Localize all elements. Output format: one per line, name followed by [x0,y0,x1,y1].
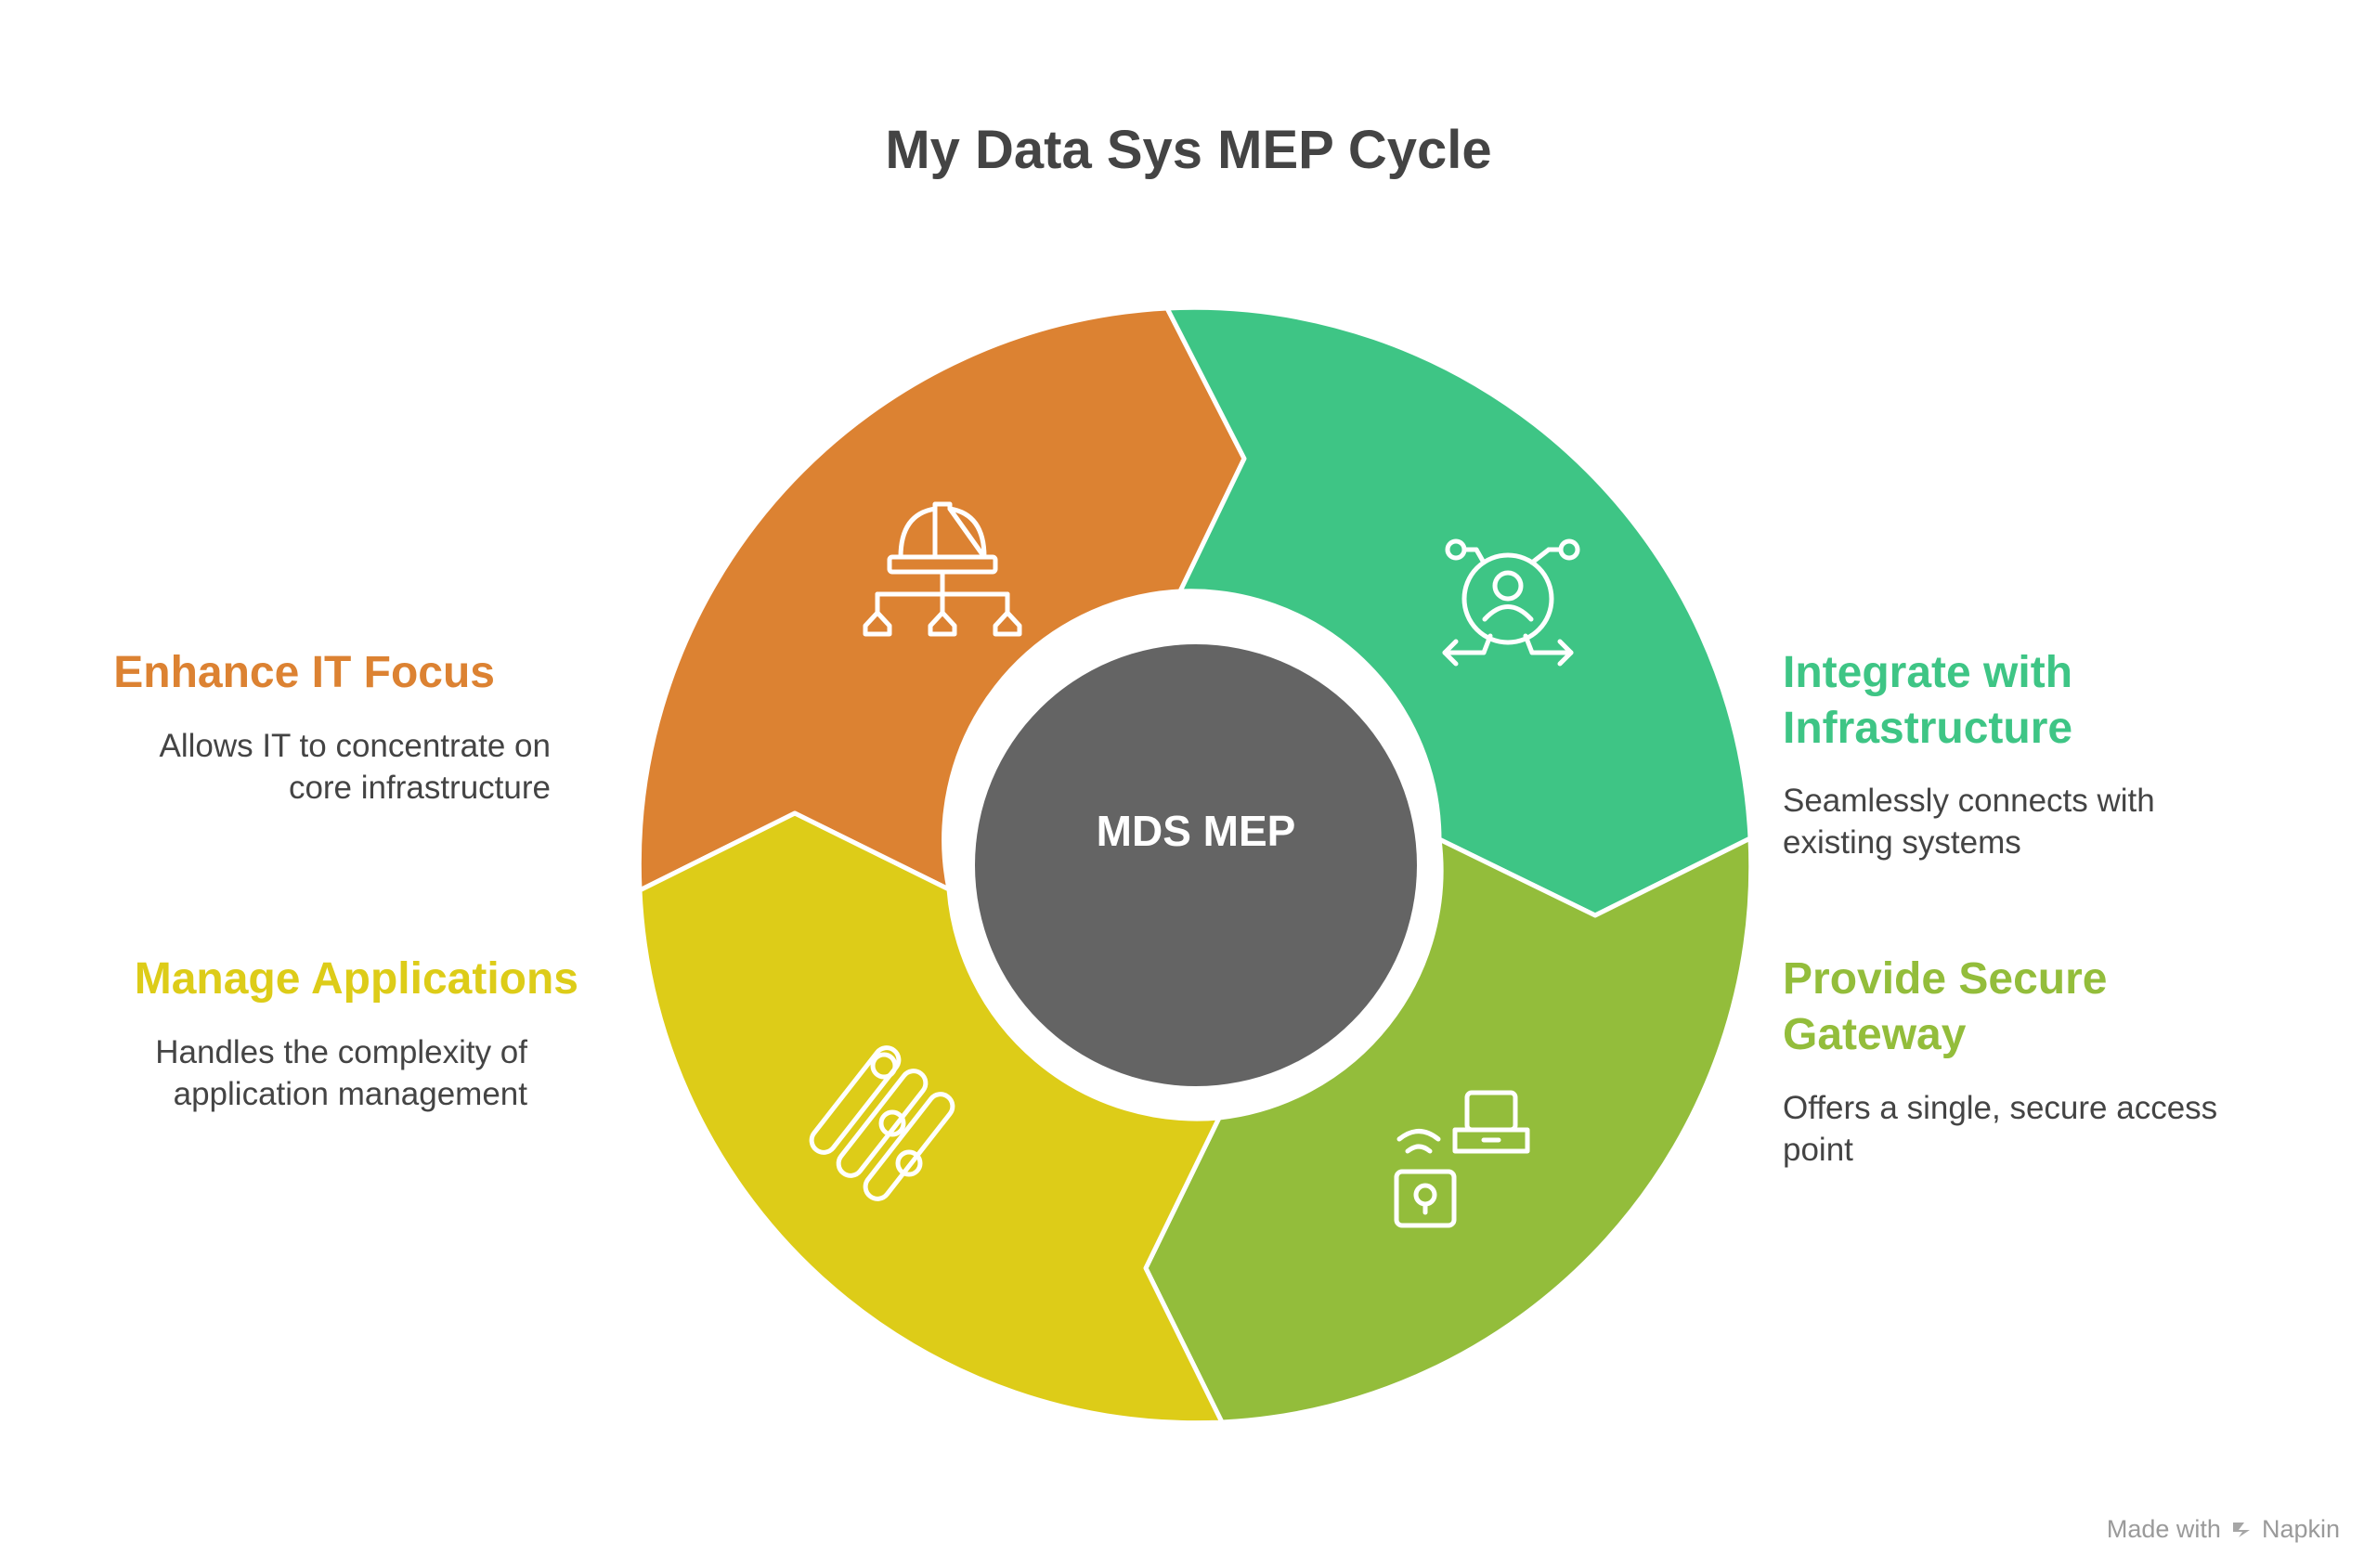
title-line: Infrastructure [1783,704,2073,753]
label-manage-applications: Manage Applications [56,952,578,1007]
desc-line: Offers a single, secure access [1783,1090,2218,1126]
title-enhance-it-focus: Enhance IT Focus [113,648,495,697]
title-line: Integrate with [1783,648,2073,697]
secure-laptop-icon [1394,1090,1530,1228]
user-network-icon [1442,538,1580,667]
title-manage-applications: Manage Applications [134,954,578,1004]
desc-line: core infrastructure [288,770,551,806]
desc-line: point [1783,1132,1853,1168]
segment-integrate-infrastructure [1164,305,1753,918]
title-line: Provide Secure [1783,954,2108,1004]
center-label: MDS MEP [1097,807,1296,855]
label-enhance-it-focus: Enhance IT Focus [93,645,495,701]
label-integrate-infrastructure: Integrate with Infrastructure [1783,645,2072,757]
pipes-icon [809,1045,955,1201]
desc-manage-applications: Handles the complexity of application ma… [56,1031,527,1115]
diagram-title: My Data Sys MEP Cycle [885,120,1492,180]
segment-provide-secure-gateway [1143,836,1754,1425]
desc-provide-secure-gateway: Offers a single, secure access point [1783,1087,2217,1171]
desc-integrate-infrastructure: Seamlessly connects with existing system… [1783,780,2155,863]
segment-manage-applications [637,810,1225,1426]
desc-line: Allows IT to concentrate on [159,728,551,764]
made-with-napkin-footer[interactable]: Made with Napkin [2107,1515,2340,1544]
napkin-brand-text: Napkin [2261,1515,2340,1543]
made-with-text: Made with [2106,1515,2221,1543]
desc-line: application management [173,1076,527,1112]
desc-line: Seamlessly connects with [1783,783,2155,819]
desc-enhance-it-focus: Allows IT to concentrate on core infrast… [93,725,551,809]
center-hub [975,644,1417,1086]
hardhat-hierarchy-icon [863,501,1022,637]
title-line: Gateway [1783,1010,1967,1059]
desc-line: Handles the complexity of [155,1034,527,1070]
label-provide-secure-gateway: Provide Secure Gateway [1783,952,2108,1063]
napkin-logo-icon [2232,1522,2250,1537]
desc-line: existing systems [1783,824,2021,861]
